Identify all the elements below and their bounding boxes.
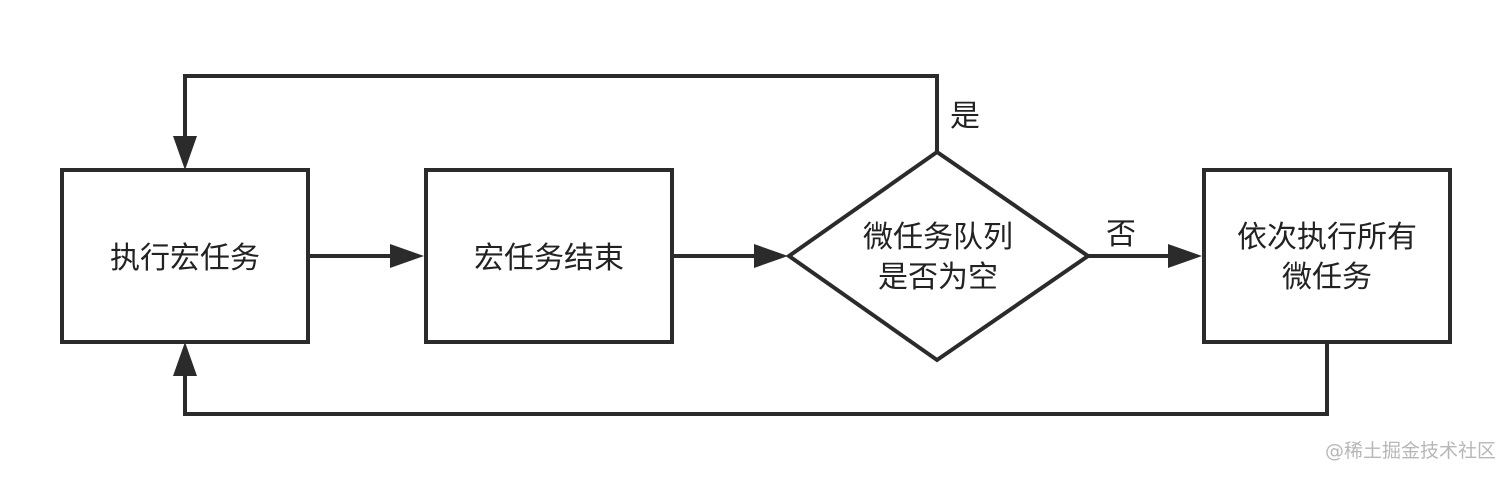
edge-execute-to-end <box>308 244 424 268</box>
edge-yes-branch: 是 <box>173 74 980 170</box>
arrowhead <box>754 244 788 268</box>
arrowhead <box>173 342 197 376</box>
decision-diamond <box>785 149 1092 363</box>
decision-label-line2: 是否为空 <box>878 260 998 295</box>
node-box <box>424 168 674 344</box>
node-run-all-microtasks: 依次执行所有 微任务 <box>1202 168 1452 344</box>
edge-loop-back <box>173 342 1329 416</box>
node-box <box>60 168 310 344</box>
edge-line <box>183 342 1329 416</box>
decision-label-line1: 微任务队列 <box>863 220 1013 255</box>
node-execute-macrotask: 执行宏任务 <box>60 168 310 344</box>
edge-no-branch: 否 <box>1088 217 1202 268</box>
arrowhead <box>173 136 197 170</box>
edge-end-to-decision <box>672 244 788 268</box>
watermark-text: @稀土掘金技术社区 <box>1324 440 1496 462</box>
edge-line <box>183 74 939 152</box>
node-label-line2: 微任务 <box>1282 260 1372 295</box>
node-label-line1: 依次执行所有 <box>1237 220 1417 255</box>
arrowhead <box>390 244 424 268</box>
node-label: 执行宏任务 <box>110 241 260 276</box>
node-box <box>1202 168 1452 344</box>
edge-label-no: 否 <box>1106 217 1136 252</box>
node-queue-empty-decision: 微任务队列 是否为空 <box>785 149 1092 363</box>
node-label: 宏任务结束 <box>474 241 624 276</box>
edge-label-yes: 是 <box>950 99 980 134</box>
arrowhead <box>1168 244 1202 268</box>
node-macrotask-end: 宏任务结束 <box>424 168 674 344</box>
